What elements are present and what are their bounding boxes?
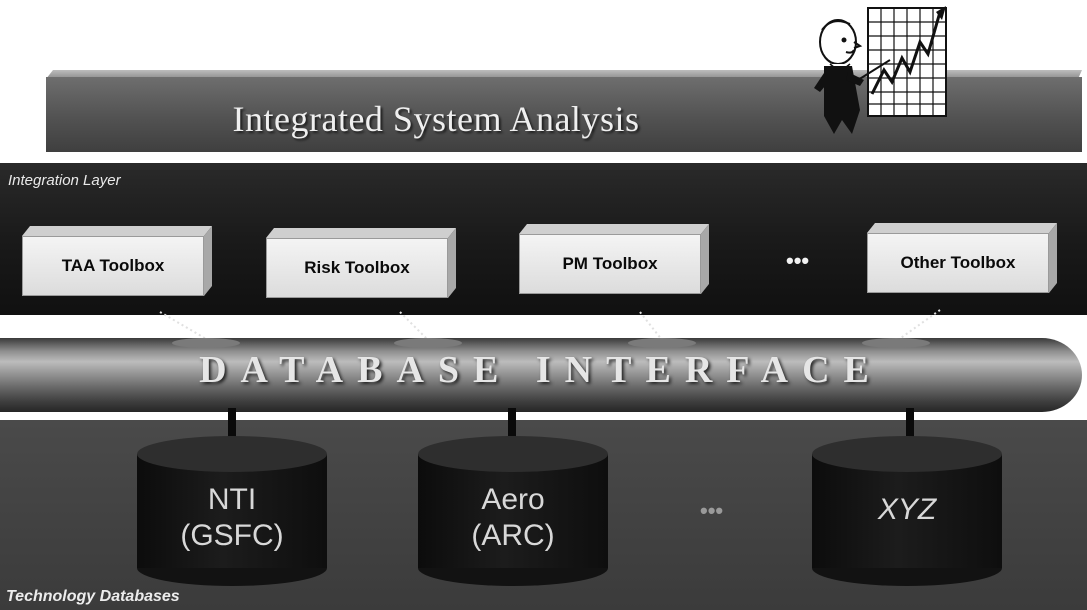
toolbox-front-face	[519, 234, 701, 294]
toolbox-side-face	[701, 224, 709, 294]
integration-layer-label: Integration Layer	[8, 172, 121, 189]
cylinder-body	[812, 454, 1002, 568]
toolbox-label: Other Toolbox	[900, 253, 1016, 272]
database-center: (ARC)	[471, 519, 555, 552]
cylinder-top	[812, 436, 1002, 472]
risk-toolbox: Risk Toolbox	[266, 228, 456, 298]
connector-risk	[399, 311, 429, 341]
database-interface-label: DATABASE INTERFACE	[199, 349, 883, 391]
toolbox-label: TAA Toolbox	[61, 256, 165, 275]
toolbox-side-face	[1049, 223, 1057, 293]
database-interface-tube	[0, 338, 1082, 412]
toolbox-top-face	[22, 226, 212, 236]
other-toolbox: Other Toolbox	[867, 223, 1057, 293]
cylinder-top	[137, 436, 327, 472]
database-name: Aero	[481, 483, 545, 516]
toolbox-top-face	[519, 224, 709, 234]
pm-toolbox: PM Toolbox	[519, 224, 709, 294]
taa-toolbox: TAA Toolbox	[22, 226, 212, 296]
toolbox-label: PM Toolbox	[562, 254, 658, 273]
diagram-title: Integrated System Analysis	[232, 99, 640, 139]
connector-taa	[159, 311, 209, 341]
database-xyz: XYZ	[812, 436, 1002, 586]
toolbox-front-face	[22, 236, 204, 296]
analysis-slab-top-face	[46, 70, 1082, 79]
database-nti: NTI (GSFC)	[137, 436, 327, 586]
cylinder-body	[137, 454, 327, 568]
cylinder-top	[418, 436, 608, 472]
toolbox-top-face	[867, 223, 1057, 233]
connector-pm	[639, 311, 663, 341]
toolbox-top-face	[266, 228, 456, 238]
toolbox-front-face	[266, 238, 448, 298]
database-center: (GSFC)	[180, 519, 284, 552]
database-name: NTI	[207, 483, 257, 516]
toolbox-label: Risk Toolbox	[304, 258, 410, 277]
toolbox-ellipsis: •••	[786, 248, 810, 273]
database-name: XYZ	[877, 493, 937, 526]
database-ellipsis: •••	[700, 498, 724, 523]
toolbox-side-face	[204, 226, 212, 296]
toolbox-front-face	[867, 233, 1049, 293]
cylinder-body	[418, 454, 608, 568]
technology-databases-label: Technology Databases	[6, 588, 180, 605]
database-aero: Aero (ARC)	[418, 436, 608, 586]
toolbox-side-face	[448, 228, 456, 298]
